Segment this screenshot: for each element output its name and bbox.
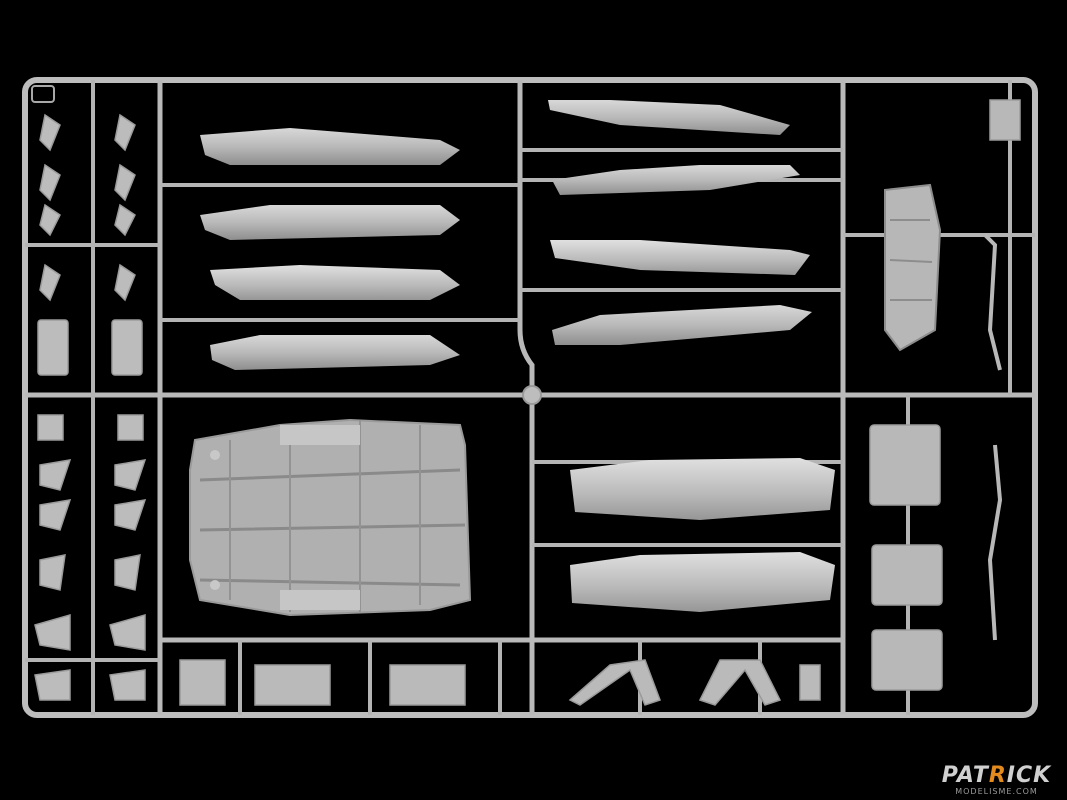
fuselage-panels-left	[200, 128, 460, 370]
fuselage-panels-right	[548, 100, 812, 345]
watermark-subtitle: MODELISME.COM	[955, 787, 1038, 796]
right-small-parts	[869, 99, 1021, 691]
watermark-title-part-a: PAT	[941, 763, 989, 788]
engine-nacelles	[570, 458, 835, 612]
watermark-title: PATRICK	[934, 765, 1059, 787]
sprue-center-marker	[522, 385, 542, 405]
left-column-parts	[34, 113, 147, 701]
lower-fuselage	[189, 418, 472, 617]
cockpit-tub	[884, 183, 942, 352]
watermark-title-accent: R	[988, 763, 1007, 788]
bottom-row-parts	[179, 659, 821, 706]
watermark: PATRICK MODELISME.COM	[934, 765, 1059, 796]
sprue-dividers	[25, 80, 1035, 715]
watermark-title-part-c: ICK	[1006, 763, 1052, 788]
sprue-corner-tag	[31, 85, 55, 103]
